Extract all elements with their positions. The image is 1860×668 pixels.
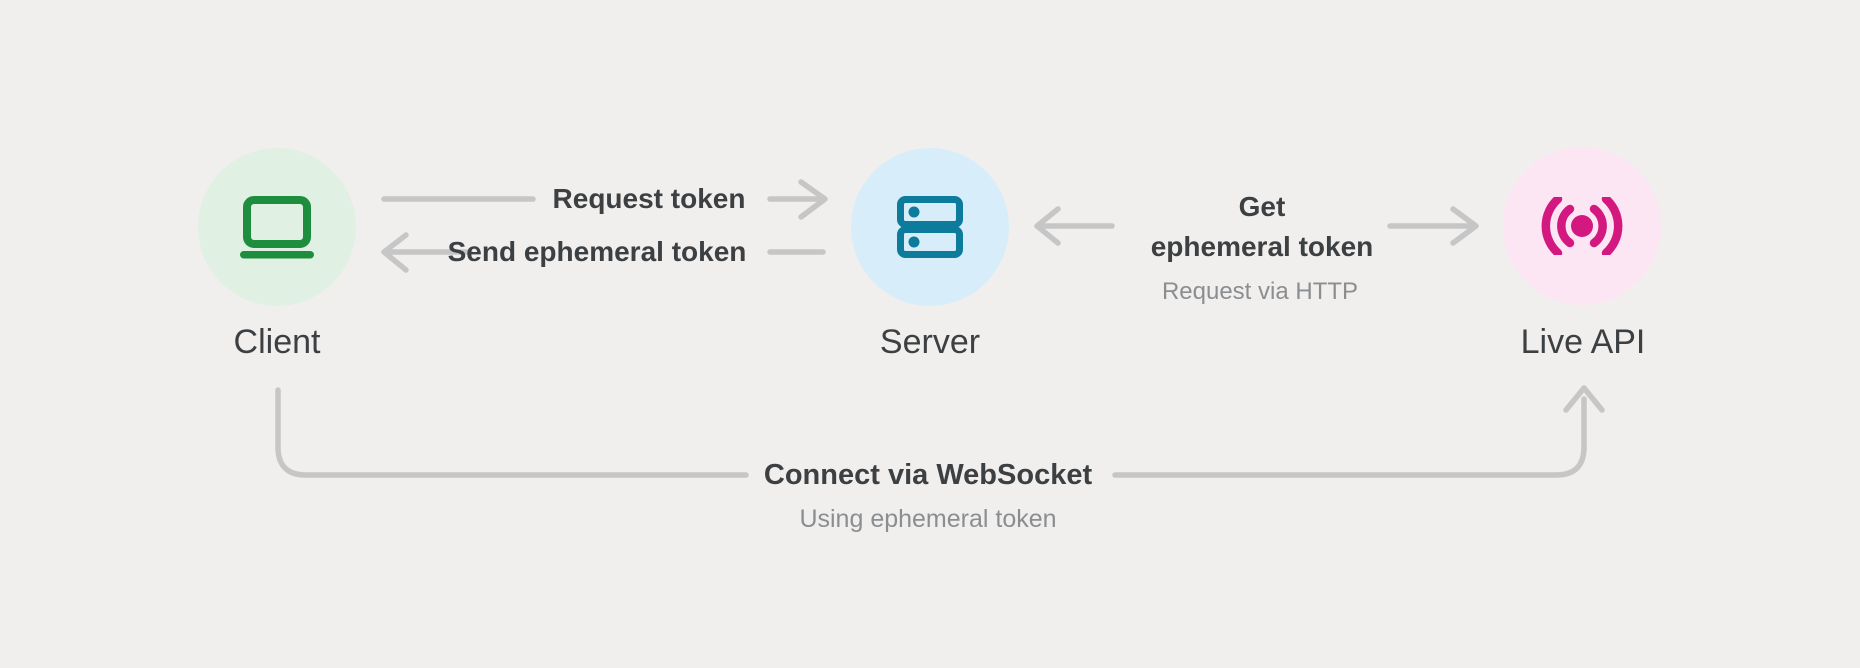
client-label: Client xyxy=(233,323,321,361)
server-rack-icon xyxy=(897,196,963,258)
get-ephemeral-token-label-line1: Get xyxy=(1238,191,1286,222)
connect-websocket-label: Connect via WebSocket xyxy=(763,459,1093,491)
live-api-label: Live API xyxy=(1520,323,1646,361)
get-ephemeral-token-label-line2: ephemeral token xyxy=(1150,231,1374,262)
laptop-icon xyxy=(240,196,314,259)
using-ephemeral-token-sublabel: Using ephemeral token xyxy=(799,505,1057,533)
send-ephemeral-arrow xyxy=(381,232,473,273)
websocket-path-right xyxy=(1112,385,1605,478)
request-token-label: Request token xyxy=(552,183,746,214)
get-ephemeral-right-arrow xyxy=(1387,206,1479,246)
server-node xyxy=(851,148,1009,306)
server-label: Server xyxy=(879,323,981,361)
get-ephemeral-left-arrow xyxy=(1034,206,1115,246)
broadcast-icon xyxy=(1541,197,1623,255)
send-ephemeral-token-label: Send ephemeral token xyxy=(447,236,747,267)
get-ephemeral-token-label: Get ephemeral token xyxy=(1151,187,1374,267)
request-token-arrow xyxy=(767,179,828,220)
client-node xyxy=(198,148,356,306)
live-api-node xyxy=(1503,147,1661,305)
request-via-http-sublabel: Request via HTTP xyxy=(1161,278,1359,305)
websocket-path-left xyxy=(275,387,749,478)
